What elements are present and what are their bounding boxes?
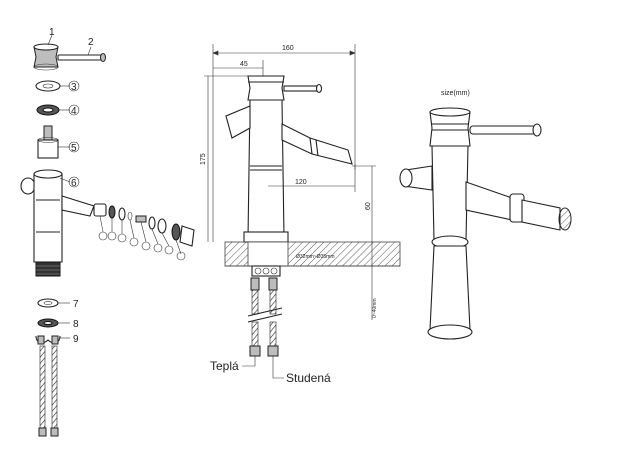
countertop-section — [224, 241, 401, 267]
part-faucet-body — [20, 169, 95, 277]
mount-range-label: 0~40mm — [372, 298, 378, 318]
part-cover-ring — [35, 80, 61, 92]
part-label-circles — [68, 80, 80, 188]
dim-160-label: 160 — [282, 45, 294, 52]
part-cartridge — [37, 125, 59, 159]
part-label-9: 9 — [73, 334, 79, 345]
under-counter-connectors — [250, 265, 281, 291]
unit-note: size(mm) — [441, 90, 470, 97]
part-label-1: 1 — [49, 27, 55, 38]
part-handle-cap — [33, 43, 59, 71]
part-label-8: 8 — [73, 319, 79, 330]
hot-water-label: Teplá — [210, 359, 239, 373]
dim-45-label: 45 — [240, 61, 248, 68]
dim-120-label: 120 — [295, 179, 307, 186]
exploded-view: 1 2 3 4 5 6 7 8 9 — [20, 27, 195, 437]
dim-60-label: 60 — [365, 202, 372, 210]
part-label-3: 3 — [71, 82, 77, 93]
dim-height — [204, 75, 248, 242]
perspective-view: size(mm) — [399, 90, 572, 340]
part-mounting-nut — [37, 318, 59, 328]
part-hose-connectors — [35, 335, 61, 345]
dim-spout-offset — [213, 60, 264, 76]
part-label-4: 4 — [71, 106, 77, 117]
dim-overall-width — [212, 44, 356, 242]
part-spout-components — [93, 203, 195, 261]
dim-175-label: 175 — [200, 153, 207, 165]
cold-water-label: Studená — [286, 371, 331, 385]
front-hoses — [242, 289, 284, 379]
part-flexible-hoses — [38, 345, 59, 437]
part-lock-nut — [36, 104, 60, 116]
part-label-7: 7 — [73, 299, 79, 310]
part-leader-lines — [47, 34, 92, 339]
front-faucet-body — [225, 75, 353, 243]
part-washer — [37, 298, 59, 308]
part-label-5: 5 — [71, 143, 77, 154]
dim-spout-height — [352, 165, 376, 242]
perspective-faucet — [399, 107, 572, 340]
part-lever-handle — [57, 53, 106, 62]
front-view: 160 45 175 120 — [200, 44, 401, 385]
hole-note: Ø32mm~Ø35mm — [296, 254, 334, 260]
dim-reach — [268, 164, 356, 192]
part-label-2: 2 — [88, 37, 94, 48]
part-label-6: 6 — [71, 178, 77, 189]
